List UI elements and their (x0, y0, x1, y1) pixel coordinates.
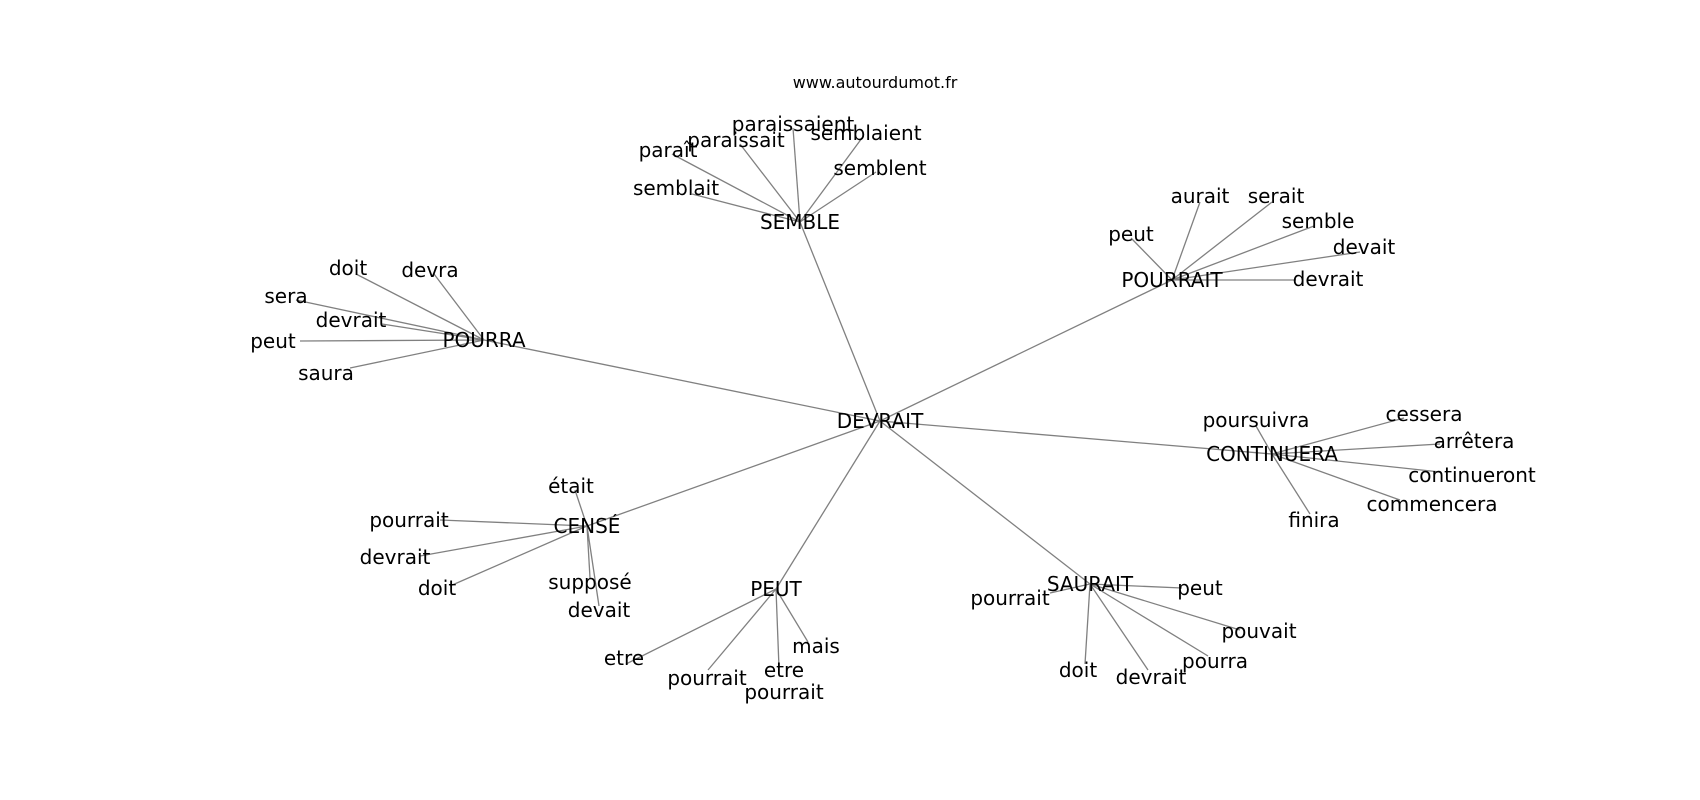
leaf-node-semble-1[interactable]: paraissait (687, 128, 785, 152)
edge-saurait-1 (1089, 583, 1183, 589)
leaf-node-pourra-4[interactable]: peut (250, 329, 296, 353)
edge-pourra-4 (299, 339, 485, 342)
edge-semble-0 (792, 127, 801, 223)
leaf-node-saurait-1[interactable]: peut (1177, 576, 1223, 600)
leaf-node-continuera-4[interactable]: commencera (1367, 492, 1498, 516)
edge-saurait-4 (1089, 583, 1149, 671)
edge-cense-2 (419, 525, 588, 557)
edge-peut-1 (625, 588, 777, 665)
edge-continuera-1 (1271, 417, 1405, 455)
edge-pourra-5 (349, 339, 485, 369)
edge-continuera-3 (1271, 453, 1441, 473)
leaf-node-saurait-5[interactable]: doit (1059, 658, 1097, 682)
leaf-node-continuera-1[interactable]: cessera (1386, 402, 1463, 426)
edge-cense-0 (574, 489, 588, 527)
edge-cense-3 (449, 525, 588, 587)
leaf-node-semble-4[interactable]: semblent (833, 156, 926, 180)
leaf-node-pourra-1[interactable]: devra (401, 258, 458, 282)
edge-center-peut (775, 420, 881, 590)
leaf-node-pourrait-4[interactable]: devait (1333, 235, 1396, 259)
edge-peut-3 (775, 588, 780, 669)
edge-cense-4 (586, 525, 591, 579)
edge-saurait-2 (1089, 583, 1241, 631)
leaf-node-continuera-3[interactable]: continueront (1408, 463, 1536, 487)
leaf-node-semble-0[interactable]: paraissaient (732, 112, 855, 136)
leaf-node-pourrait-1[interactable]: serait (1248, 184, 1305, 208)
edge-saurait-5 (1084, 583, 1091, 665)
hub-node-cense[interactable]: CENSÉ (554, 514, 621, 538)
leaf-node-continuera-2[interactable]: arrêtera (1434, 429, 1515, 453)
edge-cense-5 (586, 525, 600, 607)
leaf-node-semble-3[interactable]: semblaient (810, 121, 921, 145)
edge-pourrait-2 (1130, 237, 1173, 281)
leaf-node-saurait-2[interactable]: pouvait (1221, 619, 1296, 643)
edge-semble-1 (739, 143, 801, 223)
leaf-node-saurait-3[interactable]: pourra (1182, 649, 1248, 673)
hub-node-semble[interactable]: SEMBLE (760, 210, 840, 234)
leaf-node-pourra-0[interactable]: doit (329, 256, 367, 280)
edge-center-pourrait (879, 279, 1173, 422)
edge-pourra-2 (295, 299, 485, 341)
edge-pourrait-0 (1171, 201, 1201, 281)
edge-continuera-2 (1271, 443, 1441, 455)
leaf-node-semble-2[interactable]: paraît (639, 138, 698, 162)
leaf-node-peut-0[interactable]: mais (792, 634, 840, 658)
edge-peut-2 (707, 588, 777, 671)
edge-pourrait-4 (1171, 251, 1361, 281)
edge-center-continuera (879, 420, 1273, 455)
edge-pourrait-3 (1171, 225, 1315, 281)
leaf-node-pourra-2[interactable]: sera (264, 284, 307, 308)
edge-center-cense (586, 420, 881, 527)
edge-saurait-0 (1049, 583, 1091, 594)
edge-pourra-1 (433, 273, 485, 341)
leaf-node-saurait-0[interactable]: pourrait (970, 586, 1050, 610)
hub-node-continuera[interactable]: CONTINUERA (1206, 442, 1338, 466)
leaf-node-peut-1[interactable]: etre (604, 646, 644, 670)
leaf-node-pourra-5[interactable]: saura (298, 361, 354, 385)
leaf-node-semble-5[interactable]: semblait (633, 176, 719, 200)
edge-semble-4 (799, 171, 877, 223)
edge-semble-5 (691, 193, 801, 223)
edge-continuera-5 (1271, 453, 1311, 515)
leaf-node-cense-0[interactable]: était (548, 474, 594, 498)
leaf-node-cense-5[interactable]: devait (568, 598, 631, 622)
leaf-node-cense-2[interactable]: devrait (360, 545, 431, 569)
edge-semble-2 (671, 153, 801, 223)
edge-center-semble (799, 221, 881, 422)
leaf-node-continuera-5[interactable]: finira (1288, 508, 1339, 532)
leaf-node-continuera-0[interactable]: poursuivra (1203, 408, 1310, 432)
edge-pourra-3 (381, 323, 485, 341)
leaf-node-cense-4[interactable]: supposé (548, 570, 631, 594)
edge-semble-3 (799, 137, 863, 223)
center-node-label[interactable]: DEVRAIT (837, 409, 924, 433)
leaf-node-pourrait-2[interactable]: peut (1108, 222, 1154, 246)
edge-continuera-0 (1255, 425, 1273, 455)
graph-edges (295, 127, 1441, 671)
leaf-node-pourrait-5[interactable]: devrait (1293, 267, 1364, 291)
edge-center-pourra (483, 339, 881, 422)
edge-pourrait-1 (1171, 201, 1273, 281)
leaf-node-pourra-3[interactable]: devrait (316, 308, 387, 332)
hub-node-pourrait[interactable]: POURRAIT (1121, 268, 1223, 292)
leaf-node-peut-2[interactable]: pourrait (667, 666, 747, 690)
leaf-node-pourrait-0[interactable]: aurait (1171, 184, 1230, 208)
edge-peut-0 (775, 588, 809, 643)
edge-continuera-4 (1271, 453, 1401, 501)
edge-saurait-3 (1089, 583, 1209, 657)
hub-node-saurait[interactable]: SAURAIT (1047, 572, 1134, 596)
leaf-node-pourrait-3[interactable]: semble (1282, 209, 1355, 233)
leaf-node-saurait-4[interactable]: devrait (1116, 665, 1187, 689)
edge-pourra-0 (355, 273, 485, 341)
leaf-node-cense-3[interactable]: doit (418, 576, 456, 600)
edge-cense-1 (439, 519, 588, 527)
edge-center-saurait (879, 420, 1091, 585)
hub-node-pourra[interactable]: POURRA (442, 328, 525, 352)
graph-labels: DEVRAIT SEMBLE paraissaientparaissaitparaî… (250, 112, 1536, 704)
hub-node-peut[interactable]: PEUT (750, 577, 802, 601)
source-watermark[interactable]: www.autourdumot.fr (793, 73, 958, 92)
leaf-node-cense-1[interactable]: pourrait (369, 508, 449, 532)
